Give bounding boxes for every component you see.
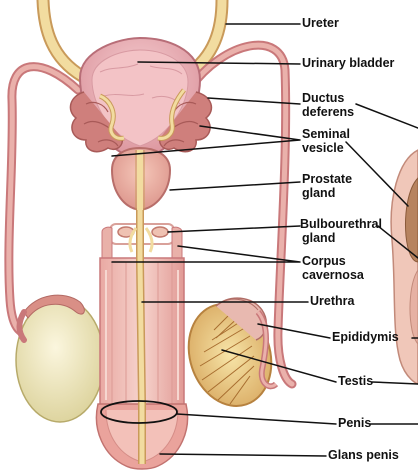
label-seminal-vesicle-line2: vesicle <box>302 142 344 155</box>
left-ductus-deferens <box>9 67 78 333</box>
label-urethra: Urethra <box>310 295 354 308</box>
cropped-organ-right <box>391 150 418 384</box>
leader-glans-penis <box>160 454 326 456</box>
label-testis: Testis <box>338 375 373 388</box>
label-corpus-cavernosa-line1: Corpus <box>302 255 346 268</box>
right-testis-section <box>176 293 284 417</box>
label-ureter: Ureter <box>302 17 339 30</box>
prostate-gland <box>112 148 170 210</box>
label-bulbourethral-gland-line1: Bulbourethral <box>300 218 382 231</box>
label-bulbourethral-gland-line2: gland <box>302 232 335 245</box>
left-testis <box>16 295 104 422</box>
label-penis: Penis <box>338 417 371 430</box>
label-ductus-deferens-line1: Ductus <box>302 92 344 105</box>
label-urinary-bladder: Urinary bladder <box>302 57 394 70</box>
label-corpus-cavernosa-line2: cavernosa <box>302 269 364 282</box>
label-prostate-gland-line1: Prostate <box>302 173 352 186</box>
label-seminal-vesicle-line1: Seminal <box>302 128 350 141</box>
label-glans-penis: Glans penis <box>328 449 399 462</box>
leader-penis <box>177 414 418 424</box>
label-ductus-deferens-line2: deferens <box>302 106 354 119</box>
label-prostate-gland-line2: gland <box>302 187 335 200</box>
label-epididymis: Epididymis <box>332 331 399 344</box>
